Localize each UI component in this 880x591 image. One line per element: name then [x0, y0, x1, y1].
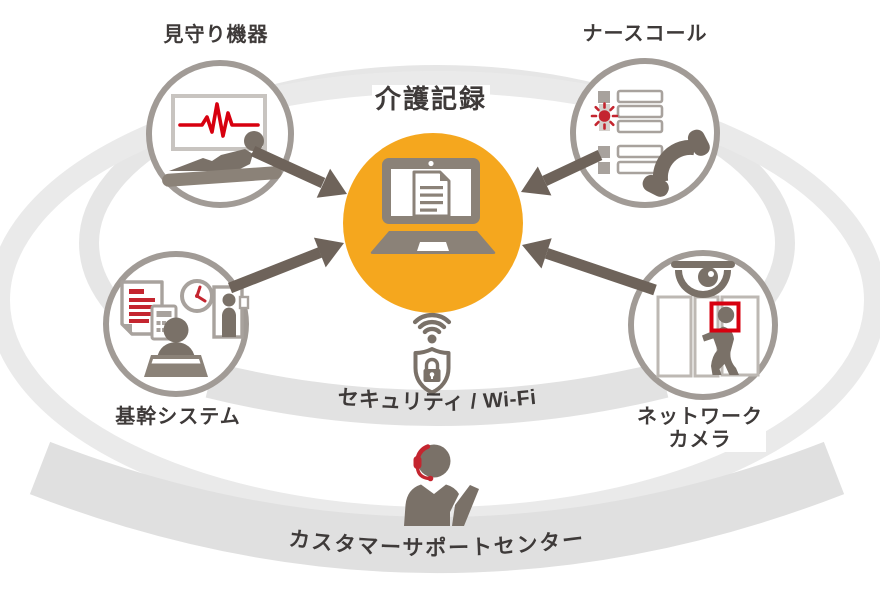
support-band-arc — [29, 441, 845, 573]
dome-camera — [671, 261, 735, 298]
headset-earpad — [413, 456, 422, 469]
operator-arm — [452, 485, 479, 526]
shield-lock-icon — [413, 347, 451, 395]
node-monitoring-device — [146, 60, 294, 208]
document-icon — [412, 170, 451, 218]
arrow-camera-to-center — [522, 238, 657, 296]
arrow-monitoring-to-center — [250, 145, 347, 198]
webcam-dot — [428, 160, 434, 167]
red-alert-light — [590, 102, 619, 130]
ecg-line — [178, 102, 260, 138]
node-label-nurse-call: ナースコール — [579, 23, 711, 46]
nurse-call-panel-phone-icon — [590, 89, 710, 197]
bed-base — [162, 166, 282, 187]
patient-head — [244, 131, 264, 151]
node-core-system — [103, 251, 250, 397]
phone-handset — [642, 129, 710, 197]
arrows — [227, 145, 657, 296]
arrow-core-system-to-center — [227, 237, 344, 294]
node-label-monitoring-device: 見守り機器 — [160, 24, 272, 47]
time-recorder-icon — [212, 285, 250, 339]
red-report-lines — [129, 289, 155, 323]
node-label-network-camera: ネットワーク カメラ — [634, 406, 766, 452]
node-network-camera — [628, 250, 778, 400]
detected-person — [702, 306, 739, 375]
dome-camera-door-icon — [656, 261, 760, 378]
clock-icon — [180, 279, 214, 313]
hub-title: 介護記録 — [371, 84, 491, 115]
headset-mic — [415, 466, 431, 481]
laptop-record-icon — [370, 158, 496, 254]
arrow-nurse-call-to-center — [521, 150, 603, 196]
node-label-network-camera-line1: ネットワーク — [637, 406, 763, 428]
bed-patient-monitor-icon — [162, 94, 282, 187]
care-record-hub — [343, 133, 523, 313]
operator-body — [404, 484, 459, 526]
operator-headset-icon — [404, 444, 479, 526]
wifi-icon — [412, 312, 452, 344]
staff-desk-tools-icon — [120, 279, 250, 377]
node-nurse-call — [570, 58, 720, 208]
person-at-laptop — [144, 317, 208, 377]
node-label-network-camera-line2: カメラ — [668, 429, 732, 451]
security-band-arc — [205, 362, 669, 426]
node-label-core-system: 基幹システム — [112, 406, 244, 429]
detection-frame — [709, 301, 741, 333]
